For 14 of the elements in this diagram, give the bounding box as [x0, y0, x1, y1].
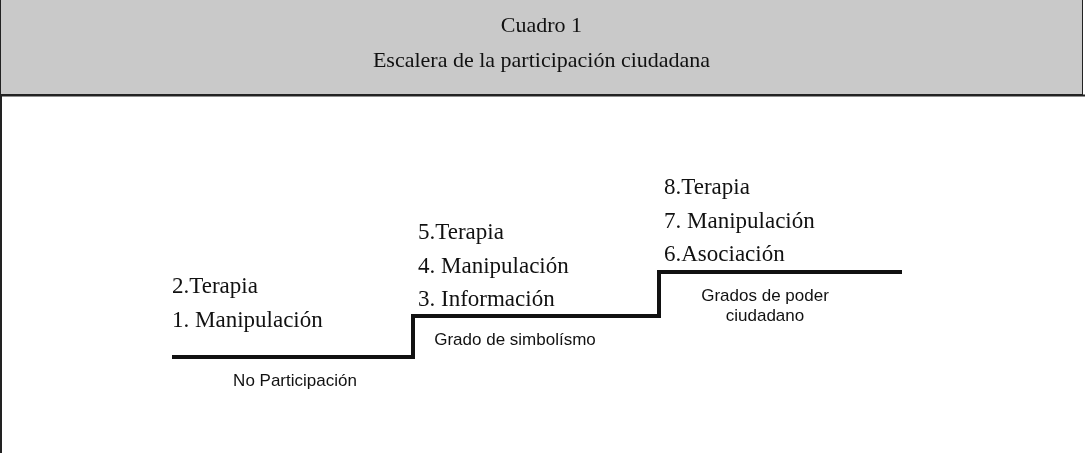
step-item: 2.Terapia — [172, 274, 258, 299]
stage-label: No Participación — [232, 371, 358, 391]
step-item: 8.Terapia — [664, 175, 750, 200]
step-item: 5.Terapia — [418, 220, 504, 245]
step-item: 7. Manipulación — [664, 209, 815, 234]
title-band — [0, 0, 1083, 95]
title: Escalera de la participación ciudadana — [371, 47, 712, 73]
stage-label: Grado de simbolísmo — [433, 330, 597, 350]
step-item: 3. Información — [418, 287, 555, 312]
stage-label: Grados de poder ciudadano — [700, 286, 830, 326]
step-item: 4. Manipulación — [418, 254, 569, 279]
step-item: 1. Manipulación — [172, 308, 323, 333]
table-number: Cuadro 1 — [499, 12, 584, 38]
step-item: 6.Asociación — [664, 242, 785, 267]
